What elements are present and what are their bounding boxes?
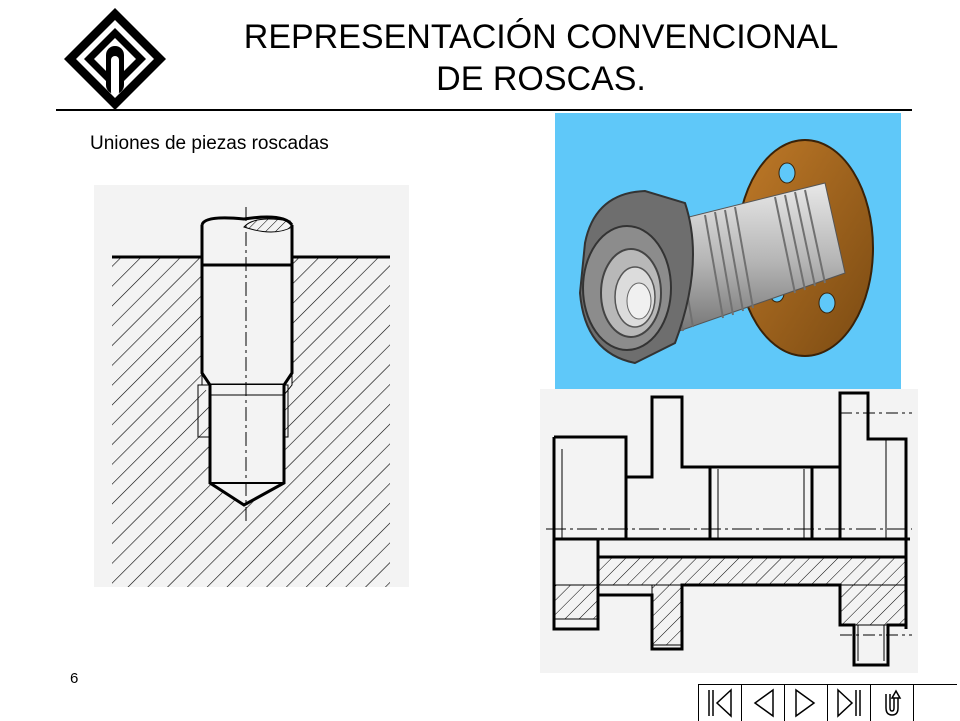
title-divider [56, 109, 912, 111]
previous-slide-icon [753, 688, 774, 718]
section-subtitle: Uniones de piezas roscadas [90, 133, 329, 154]
slide-title: REPRESENTACIÓN CONVENCIONAL DE ROSCAS. [196, 16, 886, 100]
threaded-pipe-union-section-drawing [540, 389, 918, 673]
university-logo-icon [64, 8, 166, 110]
return-button[interactable] [871, 685, 914, 721]
next-slide-button[interactable] [785, 685, 828, 721]
last-slide-button[interactable] [828, 685, 871, 721]
tapped-hole-screw-drawing [94, 185, 409, 587]
page-number: 6 [70, 670, 79, 687]
university-logo [62, 6, 168, 112]
threaded-pipe-union-3d-render [555, 113, 901, 389]
slide-navigation [698, 684, 957, 721]
first-slide-button[interactable] [699, 685, 742, 721]
first-slide-icon [708, 688, 732, 718]
last-slide-icon [837, 688, 861, 718]
return-icon [885, 689, 902, 716]
next-slide-icon [795, 688, 816, 718]
title-line-1: REPRESENTACIÓN CONVENCIONAL [243, 18, 839, 56]
title-line-2: DE ROSCAS. [436, 60, 646, 98]
previous-slide-button[interactable] [742, 685, 785, 721]
